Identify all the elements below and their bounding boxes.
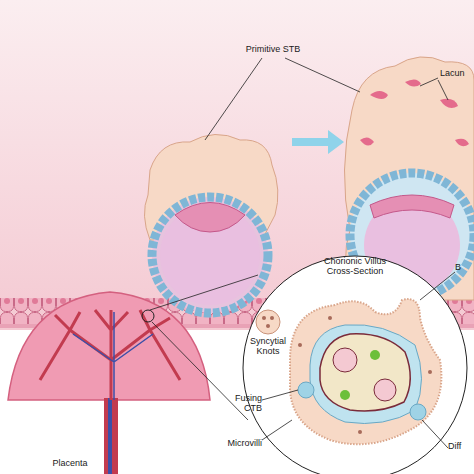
umbilical-cord — [104, 398, 118, 474]
part-label: Microvilli — [216, 438, 262, 448]
lacuna — [370, 91, 388, 99]
hofbauer-cell — [370, 350, 380, 360]
villus-stb — [290, 299, 441, 444]
hofbauer-cell — [340, 390, 350, 400]
part-label: Fusing CTB — [226, 393, 262, 413]
zoom-circle — [243, 256, 467, 474]
lacuna — [440, 99, 458, 108]
part-label: B — [455, 262, 469, 272]
fetal-vessel — [333, 348, 357, 372]
nucleus — [428, 370, 432, 374]
fetal-vessel — [374, 379, 396, 401]
part-label: Diff — [448, 441, 472, 451]
lacuna — [405, 79, 421, 86]
blastocyst — [152, 197, 268, 313]
villous-veins — [73, 312, 153, 400]
villus-ctb — [310, 325, 422, 424]
fusing-ctb — [298, 382, 314, 398]
part-label: Primitive STB — [238, 44, 308, 54]
zoom-spot — [142, 310, 154, 322]
inner-cell-mass — [175, 203, 245, 233]
part-label: Placenta — [40, 458, 100, 468]
nucleus — [328, 316, 332, 320]
nucleus — [298, 343, 302, 347]
placenta — [8, 292, 210, 400]
umbilical-vein — [108, 398, 112, 474]
syncytial-knot — [256, 310, 280, 334]
villus-core — [320, 334, 410, 411]
nucleus — [262, 316, 266, 320]
bilaminar-disc — [370, 195, 454, 218]
lacuna — [360, 137, 374, 145]
leader-line — [205, 58, 455, 448]
part-label: Lacun — [440, 68, 472, 78]
villous-vessels — [40, 310, 180, 400]
progress-arrow — [292, 130, 344, 154]
lacuna — [455, 139, 469, 147]
part-label: Syncytial Knots — [243, 336, 293, 356]
nucleus — [270, 316, 274, 320]
nucleus — [358, 430, 362, 434]
differentiating-ctb — [410, 404, 426, 420]
nucleus — [266, 324, 270, 328]
part-label: Chorionic Villus Cross-Section — [312, 256, 398, 276]
